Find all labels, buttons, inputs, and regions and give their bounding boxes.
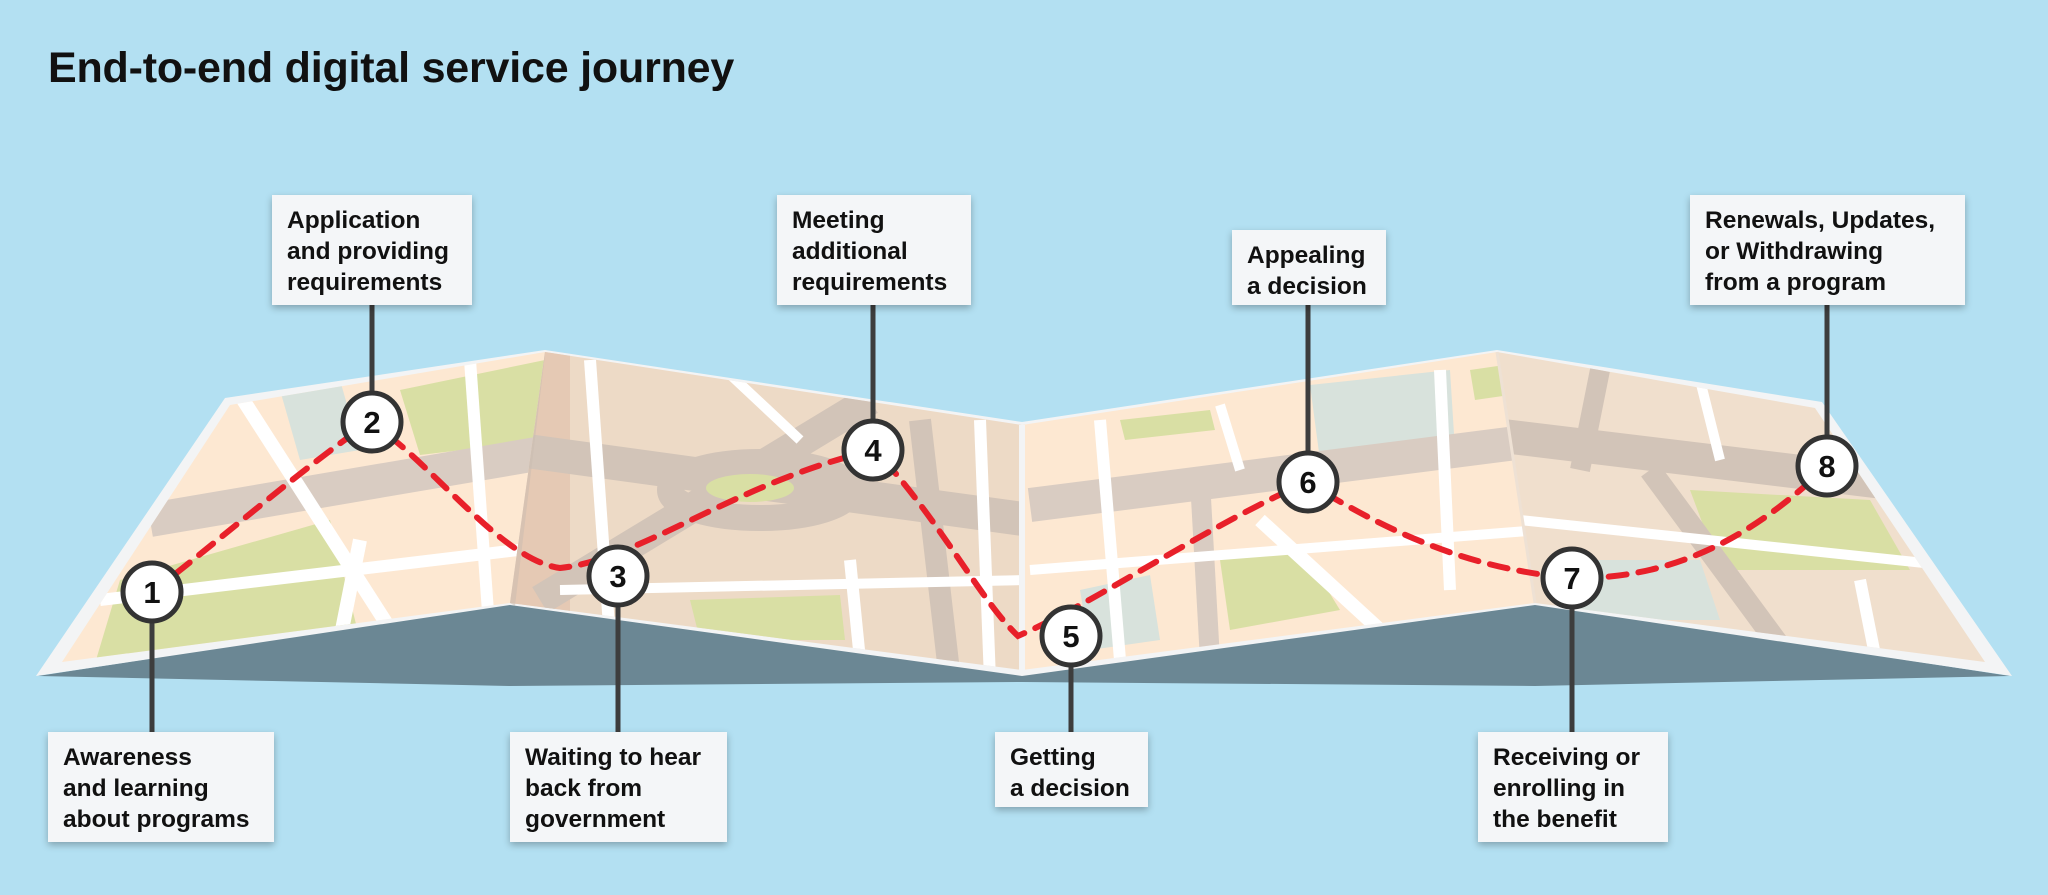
callout-step-8: Renewals, Updates, or Withdrawing from a… [1690, 195, 1965, 305]
callout-step-7: Receiving or enrolling in the benefit [1478, 732, 1668, 842]
step-marker-2: 2 [340, 390, 404, 454]
step-marker-circle [1276, 450, 1340, 514]
step-marker-3: 3 [586, 544, 650, 608]
step-marker-4: 4 [841, 418, 905, 482]
step-marker-circle [340, 390, 404, 454]
map-shadow [38, 603, 2010, 686]
step-marker-circle [841, 418, 905, 482]
step-marker-circle [1039, 604, 1103, 668]
step-markers: 1 2 3 4 5 6 7 8 [120, 390, 1859, 668]
step-marker-1: 1 [120, 560, 184, 624]
callout-step-2: Application and providing requirements [272, 195, 472, 305]
fold-shade-1 [510, 352, 545, 606]
step-marker-circle [120, 560, 184, 624]
step-marker-circle [1795, 434, 1859, 498]
step-number: 1 [143, 575, 160, 610]
fold-line-right [1495, 351, 1537, 604]
step-number: 7 [1563, 561, 1580, 596]
step-marker-7: 7 [1540, 546, 1604, 610]
callout-step-3: Waiting to hear back from government [510, 732, 727, 842]
step-number: 5 [1062, 619, 1079, 654]
step-marker-5: 5 [1039, 604, 1103, 668]
step-marker-circle [586, 544, 650, 608]
step-number: 3 [609, 559, 626, 594]
step-number: 2 [363, 405, 380, 440]
step-marker-8: 8 [1795, 434, 1859, 498]
step-number: 8 [1818, 449, 1835, 484]
callout-step-5: Getting a decision [995, 732, 1148, 807]
callout-step-6: Appealing a decision [1232, 230, 1386, 305]
step-marker-circle [1540, 546, 1604, 610]
step-marker-6: 6 [1276, 450, 1340, 514]
journey-route [149, 418, 1830, 640]
callout-step-1: Awareness and learning about programs [48, 732, 274, 842]
step-number: 4 [864, 433, 882, 468]
page-title: End-to-end digital service journey [48, 44, 735, 92]
step-number: 6 [1299, 465, 1316, 500]
callout-step-4: Meeting additional requirements [777, 195, 971, 305]
